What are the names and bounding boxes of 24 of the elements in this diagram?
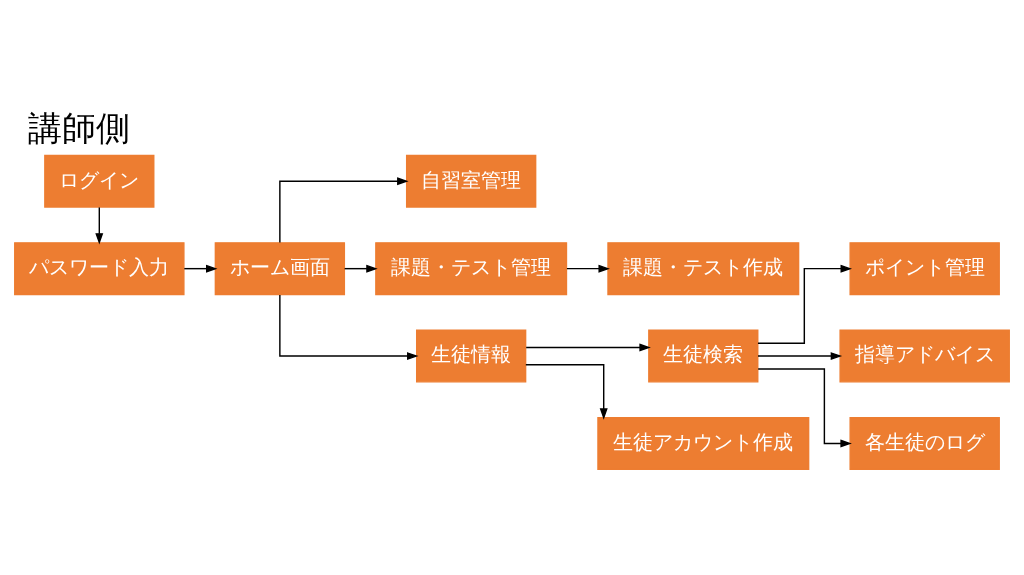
- node-box: 生徒アカウント作成: [597, 416, 810, 470]
- node-box: 自習室管理: [405, 154, 537, 208]
- arrow: [757, 367, 852, 447]
- arrow: [525, 363, 608, 420]
- arrow: [525, 342, 651, 351]
- arrow: [279, 293, 419, 360]
- node-box: 指導アドバイス: [839, 329, 1010, 383]
- arrow: [757, 351, 843, 360]
- arrow: [343, 264, 378, 273]
- node-box: パスワード入力: [14, 241, 185, 295]
- node-box: ポイント管理: [849, 241, 1000, 295]
- node-box: ログイン: [44, 154, 155, 208]
- node-box: 課題・テスト管理: [375, 241, 568, 295]
- node-box: 生徒検索: [648, 329, 759, 383]
- node-box: ホーム画面: [214, 241, 346, 295]
- arrow: [95, 206, 104, 245]
- node-box: 課題・テスト作成: [607, 241, 800, 295]
- node-box: 各生徒のログ: [849, 416, 1000, 470]
- arrow: [183, 264, 218, 273]
- arrow: [757, 264, 852, 344]
- arrow: [566, 264, 610, 273]
- node-box: 生徒情報: [416, 329, 527, 383]
- arrow: [279, 176, 409, 243]
- diagram-title: 講師側: [27, 107, 130, 148]
